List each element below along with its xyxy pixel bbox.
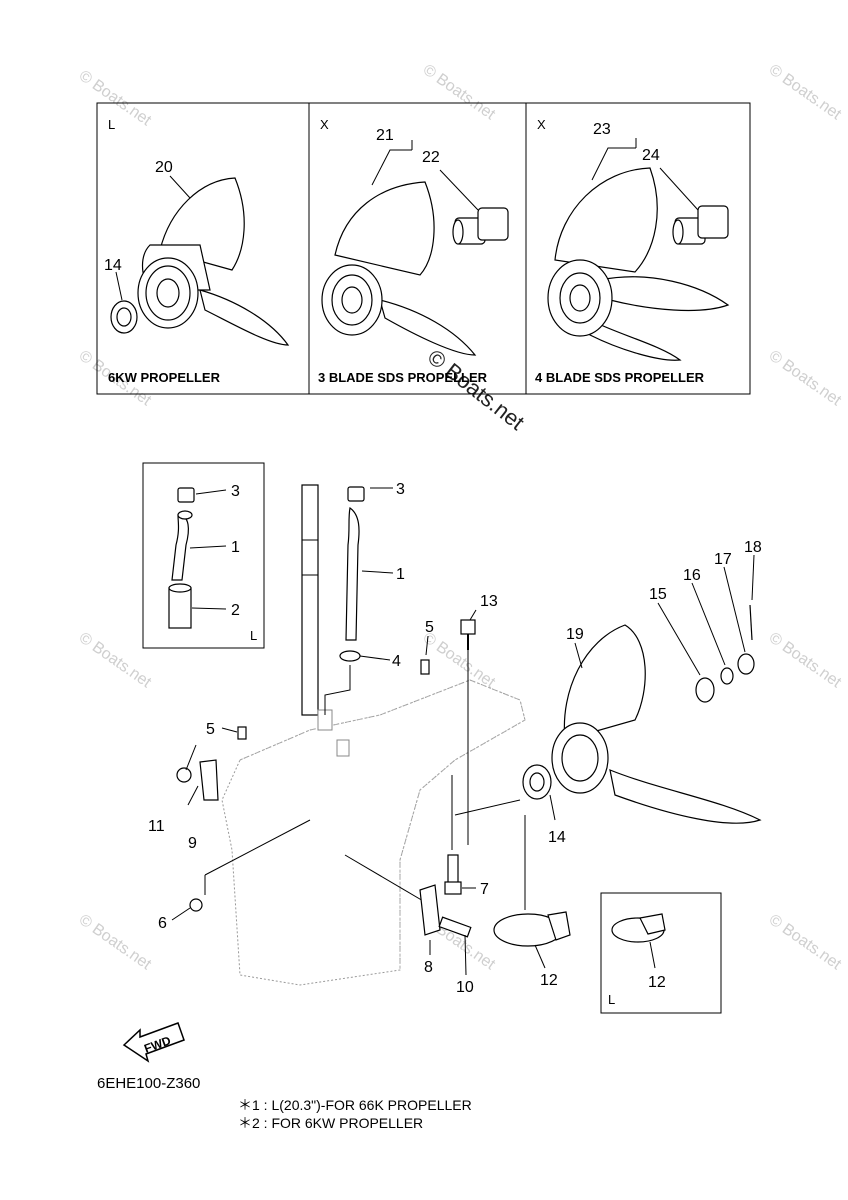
top-panels-frame (96, 102, 751, 395)
callout-21: 21 (376, 127, 394, 144)
panel-6kw-propeller: L 6KW PROPELLER 20 14 (104, 117, 290, 385)
watermark: © Boats.net (766, 61, 845, 123)
top-panels (96, 102, 751, 395)
callout-23: 23 (593, 121, 611, 138)
watermark-center: © Boats.net (423, 344, 529, 435)
watermark: © Boats.net (76, 911, 155, 973)
lower-unit-assembly (171, 484, 762, 986)
callout-13: 13 (480, 593, 498, 610)
callout-11: 11 (148, 818, 165, 835)
callout-22: 22 (422, 149, 440, 166)
callout-18: 18 (744, 539, 762, 556)
panel-4-blade-sds: X 4 BLADE SDS PROPELLER 23 24 (535, 117, 730, 385)
callout-5: 5 (206, 721, 215, 738)
watermark: © Boats.net (420, 61, 499, 123)
propeller-illustration (547, 167, 730, 361)
panel-corner-label: X (537, 117, 546, 132)
inset-corner-label: L (250, 628, 257, 643)
callout-9: 9 (188, 835, 197, 852)
panel-caption: 4 BLADE SDS PROPELLER (535, 370, 705, 385)
callout-12: 12 (540, 972, 558, 989)
callout-8: 8 (424, 959, 433, 976)
inset-hose: 3 1 2 L (142, 462, 265, 649)
callout-19: 19 (566, 626, 584, 643)
callout-17: 17 (714, 551, 732, 568)
callout-3: 3 (396, 481, 405, 498)
callout-2: 2 (231, 602, 240, 619)
callout-10: 10 (456, 979, 474, 996)
inset-anode: 12 L (600, 892, 722, 1014)
callout-3: 3 (231, 483, 240, 500)
watermark: © Boats.net (766, 347, 845, 409)
callout-5: 5 (425, 619, 434, 636)
diagram-code: 6EHE100-Z360 (97, 1075, 201, 1092)
footnote-1: ＊1 : L(20.3")-FOR 66K PROPELLER (238, 1097, 472, 1113)
callout-6: 6 (158, 915, 167, 932)
propeller-illustration (110, 177, 290, 346)
watermark: © Boats.net (766, 629, 845, 691)
callout-7: 7 (480, 881, 489, 898)
inset-corner-label: L (608, 992, 615, 1007)
panel-3-blade-sds: X 3 BLADE SDS PROPELLER 21 22 (318, 117, 509, 385)
callout-12: 12 (648, 974, 666, 991)
callout-15: 15 (649, 586, 667, 603)
panel-caption: 3 BLADE SDS PROPELLER (318, 370, 488, 385)
watermark: © Boats.net (766, 911, 845, 973)
callout-16: 16 (683, 567, 701, 584)
propeller-illustration (321, 181, 509, 356)
watermark: © Boats.net (420, 629, 499, 691)
main-callouts: 3 1 4 5 5 13 15 16 17 18 19 11 9 14 7 6 … (148, 481, 762, 996)
callout-4: 4 (392, 653, 401, 670)
callout-14: 14 (548, 829, 566, 846)
callout-24: 24 (642, 147, 660, 164)
callout-1: 1 (231, 539, 240, 556)
panel-corner-label: X (320, 117, 329, 132)
footnote-2: ＊2 : FOR 6KW PROPELLER (238, 1115, 424, 1131)
callout-1: 1 (396, 566, 405, 583)
panel-caption: 6KW PROPELLER (108, 370, 221, 385)
callout-20: 20 (155, 159, 173, 176)
callout-14: 14 (104, 257, 122, 274)
fwd-arrow: FWD (122, 1022, 185, 1063)
panel-corner-label: L (108, 117, 115, 132)
